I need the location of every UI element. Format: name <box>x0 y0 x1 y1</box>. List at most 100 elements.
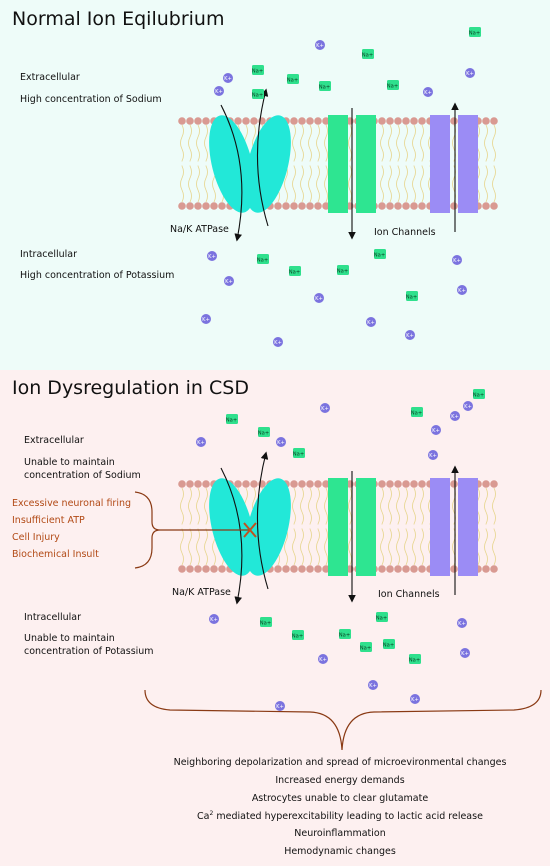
calcium-superscript: 2 <box>209 810 214 817</box>
potassium-ion: K+ <box>275 701 285 711</box>
lipid-tail <box>292 124 296 162</box>
sodium-ion-label: Na+ <box>411 410 422 416</box>
potassium-ion: K+ <box>273 337 283 347</box>
potassium-ion-body <box>366 317 376 327</box>
lipid-head <box>210 202 218 210</box>
potassium-ion-body <box>405 330 415 340</box>
sodium-ion-body <box>289 266 301 276</box>
potassium-ion-body <box>450 411 460 421</box>
lipid-head <box>194 480 202 488</box>
lipid-tail <box>492 124 496 162</box>
pump-label-top: Na/K ATPase <box>170 224 229 235</box>
lipid-tail <box>188 528 192 566</box>
sodium-ion: Na+ <box>339 629 351 639</box>
potassium-channel-subunit <box>430 478 450 576</box>
potassium-ion-label: K+ <box>424 90 432 96</box>
potassium-ion-body <box>452 255 462 265</box>
sodium-ion-label: Na+ <box>226 417 237 423</box>
potassium-ion-body <box>457 618 467 628</box>
effect-item: Hemodynamic changes <box>284 846 396 857</box>
lipid-head <box>490 480 498 488</box>
potassium-ion-label: K+ <box>208 254 216 260</box>
lipid-tail <box>316 124 320 162</box>
lipid-head <box>402 565 410 573</box>
potassium-ion: K+ <box>368 680 378 690</box>
lipid-head <box>274 565 282 573</box>
potassium-ion-body <box>314 293 324 303</box>
lipid-head <box>186 480 194 488</box>
sodium-ion-label: Na+ <box>473 392 484 398</box>
sodium-ion-body <box>360 642 372 652</box>
lipid-tail <box>324 487 328 525</box>
potassium-channel-subunit <box>430 115 450 213</box>
lipid-head <box>378 480 386 488</box>
na-k-atpase-lobe <box>245 478 291 576</box>
lipid-tail <box>380 165 384 203</box>
potassium-ion: K+ <box>209 614 219 624</box>
lipid-head <box>242 480 250 488</box>
potassium-ion-body <box>410 694 420 704</box>
sodium-ion-body <box>252 89 264 99</box>
sodium-ion-body <box>339 629 351 639</box>
potassium-ion-body <box>275 701 285 711</box>
sodium-ion-body <box>226 414 238 424</box>
lipid-head <box>378 565 386 573</box>
lipid-tail <box>316 165 320 203</box>
potassium-ion: K+ <box>463 401 473 411</box>
na-k-atpase-lobe <box>245 115 291 213</box>
lipid-head <box>386 117 394 125</box>
potassium-ion-body <box>201 314 211 324</box>
sodium-ion: Na+ <box>406 291 418 301</box>
lipid-head <box>298 202 306 210</box>
lipid-tail <box>420 165 424 203</box>
lipid-tail <box>308 165 312 203</box>
lipid-tail <box>188 124 192 162</box>
potassium-ion-label: K+ <box>464 404 472 410</box>
sodium-channel-subunit <box>328 478 348 576</box>
lipid-head <box>282 202 290 210</box>
lipid-tail <box>324 165 328 203</box>
lipid-head <box>314 565 322 573</box>
calcium-prefix: Ca <box>197 811 210 823</box>
lipid-head <box>322 117 330 125</box>
lipid-tail <box>188 165 192 203</box>
potassium-ion: K+ <box>405 330 415 340</box>
sodium-ion: Na+ <box>360 642 372 652</box>
sodium-ion-label: Na+ <box>362 52 373 58</box>
lipid-head <box>298 117 306 125</box>
potassium-ion: K+ <box>201 314 211 324</box>
pump-arrow-sodium <box>220 467 243 605</box>
sodium-ion-body <box>287 74 299 84</box>
lipid-tail <box>348 487 352 525</box>
lipid-head <box>202 565 210 573</box>
lipid-head <box>218 202 226 210</box>
lipid-head <box>482 202 490 210</box>
lipid-head <box>306 202 314 210</box>
sodium-ion-label: Na+ <box>258 430 269 436</box>
lipid-tail <box>196 487 200 525</box>
lipid-head <box>298 565 306 573</box>
lipid-tail <box>396 124 400 162</box>
lipid-tail <box>348 124 352 162</box>
potassium-ion-label: K+ <box>210 617 218 623</box>
na-k-atpase-lobe <box>209 478 255 576</box>
lipid-head <box>290 565 298 573</box>
channels-label-top: Ion Channels <box>374 227 436 238</box>
potassium-ion-label: K+ <box>277 440 285 446</box>
lipid-head <box>418 202 426 210</box>
lipid-tail <box>204 528 208 566</box>
potassium-ion-label: K+ <box>432 428 440 434</box>
lipid-head <box>250 117 258 125</box>
sodium-ion-label: Na+ <box>337 268 348 274</box>
potassium-ion: K+ <box>224 276 234 286</box>
lipid-tail <box>396 487 400 525</box>
extracellular-desc-bottom-1: Unable to maintain <box>24 457 115 468</box>
sodium-ion-label: Na+ <box>293 451 304 457</box>
lipid-head <box>402 202 410 210</box>
lipid-tail <box>300 124 304 162</box>
lipid-tail <box>180 487 184 525</box>
lipid-tail <box>484 124 488 162</box>
potassium-ion-body <box>460 648 470 658</box>
lipid-tail <box>412 124 416 162</box>
effects-brace <box>144 689 542 751</box>
